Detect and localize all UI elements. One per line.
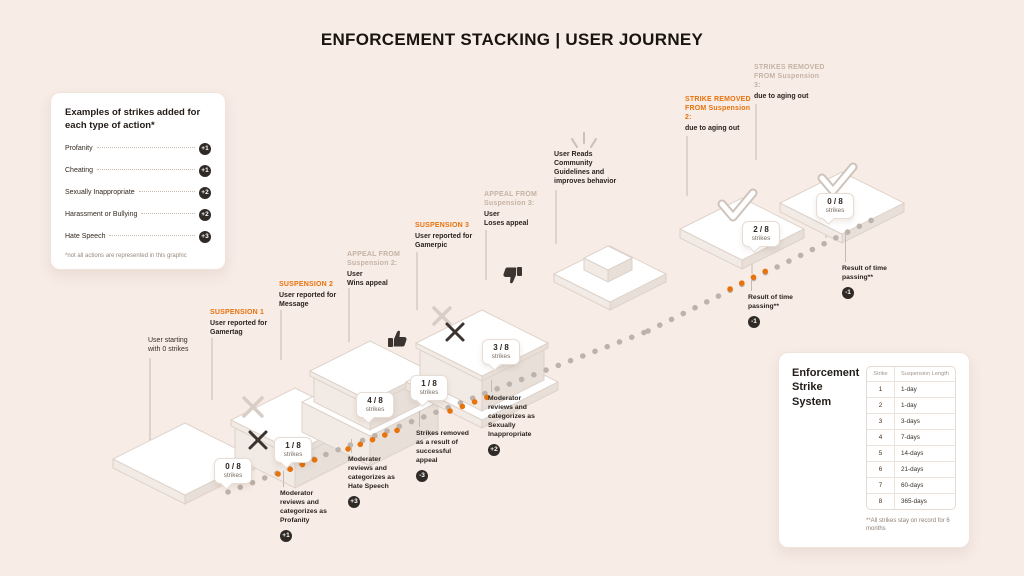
moderation-note-profanity: Moderator reviews and categorizes as Pro…: [280, 471, 344, 542]
page-title: ENFORCEMENT STACKING | USER JOURNEY: [320, 30, 704, 49]
thumbs-up-icon: [388, 330, 407, 347]
time-passing-note-1: Result of time passing** -1: [748, 279, 812, 328]
strike-example-row: Sexually Inappropriate +2: [65, 186, 211, 199]
dotted-leader: [109, 235, 195, 237]
note-connector: [845, 232, 846, 262]
time-passing-note-2: Result of time passing** -1: [842, 232, 906, 299]
strike-value-badge: +3: [199, 230, 211, 243]
strike-count-bubble: 4 / 8 strikes: [356, 392, 394, 418]
appeal-removal-note: Strikes removed as a result of successfu…: [416, 411, 480, 482]
note-connector: [751, 279, 752, 291]
moderation-note-hate-speech: Moderater reviews and categorizes as Hat…: [348, 439, 412, 508]
table-row: 3 3-days: [867, 413, 955, 429]
guidelines-callout: User Reads Community Guidelines and impr…: [554, 151, 617, 186]
strike-removed-2-callout: STRIKE REMOVED FROM Suspension 2: due to…: [685, 96, 751, 133]
strike-value-badge: +2: [199, 208, 211, 221]
table-row: 8 365-days: [867, 493, 955, 509]
strike-example-row: Cheating +1: [65, 164, 211, 177]
strike-example-row: Harassment or Bullying +2: [65, 208, 211, 221]
examples-card-title: Examples of strikes added for each type …: [65, 107, 201, 131]
strike-dots-orange-1: [275, 454, 325, 477]
strike-system-table: Strike Suspension Length 1 1-day 2 1-day…: [866, 366, 956, 510]
table-row: 6 21-days: [867, 461, 955, 477]
note-connector: [283, 471, 284, 487]
dotted-leader: [141, 213, 195, 215]
strike-value-badge: +2: [199, 186, 211, 199]
console-platform: [552, 245, 668, 311]
strike-delta-badge: -1: [748, 315, 760, 328]
checkmark-icon: [717, 162, 858, 222]
sparkle-icon: [571, 132, 597, 148]
suspension-3-callout: SUSPENSION 3 User reported for Gamerpic: [415, 222, 473, 250]
strike-examples-card: Examples of strikes added for each type …: [50, 92, 226, 270]
strike-count-bubble: 1 / 8 strikes: [410, 375, 448, 401]
strike-system-title: Enforcement Strike System: [792, 367, 860, 408]
table-row: 5 14-days: [867, 445, 955, 461]
strike-value-badge: +1: [199, 164, 211, 177]
x-watermark-icon: [242, 306, 452, 418]
strike-example-row: Hate Speech +3: [65, 230, 211, 243]
strike-dots-orange-3: [447, 391, 499, 414]
appeal-2-callout: APPEAL FROM Suspension 2: User Wins appe…: [347, 251, 401, 288]
thumbs-down-icon: [503, 267, 522, 284]
moderation-note-sexually-inappropriate: Moderator reviews and categorizes as Sex…: [488, 380, 552, 456]
start-note-callout: User starting with 0 strikes: [148, 337, 189, 354]
dotted-leader: [96, 147, 195, 149]
strike-count-bubble: 3 / 8 strikes: [482, 339, 520, 365]
table-header-row: Strike Suspension Length: [867, 367, 955, 381]
strike-system-footnote: **All strikes stay on record for 6 month…: [866, 518, 950, 533]
strike-system-card: Enforcement Strike System Strike Suspens…: [778, 352, 970, 548]
strike-count-bubble: 0 / 8 strikes: [816, 193, 854, 219]
x-strike-icon: [248, 322, 465, 450]
table-row: 4 7-days: [867, 429, 955, 445]
strikes-removed-3-callout: STRIKES REMOVED FROM Suspension 3: due t…: [754, 64, 825, 101]
appeal-3-callout: APPEAL FROM Suspension 3: User Loses app…: [484, 191, 538, 228]
strike-count-bubble: 0 / 8 strikes: [214, 458, 252, 484]
strike-count-bubble: 1 / 8 strikes: [274, 437, 312, 463]
suspension-1-callout: SUSPENSION 1 User reported for Gamertag: [210, 309, 268, 337]
strike-count-bubble: 2 / 8 strikes: [742, 221, 780, 247]
strike-delta-badge: +1: [280, 529, 292, 542]
table-row: 7 60-days: [867, 477, 955, 493]
dotted-leader: [97, 169, 195, 171]
note-connector: [419, 411, 420, 427]
table-row: 1 1-day: [867, 381, 955, 397]
strike-dots-path: [225, 215, 879, 495]
strike-delta-badge: +2: [488, 443, 500, 456]
strike-value-badge: +1: [199, 142, 211, 155]
strike-dots-orange-2: [345, 427, 401, 452]
note-connector: [491, 380, 492, 392]
examples-footnote: *not all actions are represented in this…: [65, 252, 187, 259]
strike-delta-badge: -3: [416, 469, 428, 482]
note-connector: [351, 439, 352, 453]
dotted-leader: [138, 191, 195, 193]
strike-delta-badge: +3: [348, 495, 360, 508]
table-row: 2 1-day: [867, 397, 955, 413]
strike-example-row: Profanity +1: [65, 142, 211, 155]
strike-delta-badge: -1: [842, 286, 854, 299]
suspension-2-callout: SUSPENSION 2 User reported for Message: [279, 281, 337, 309]
